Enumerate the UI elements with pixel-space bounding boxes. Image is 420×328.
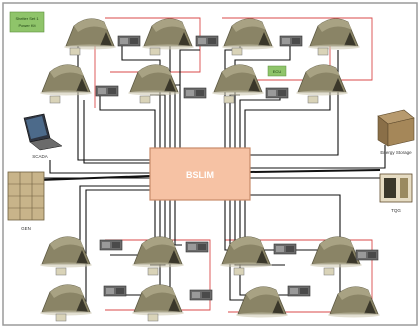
- hub-label: BSLIM: [186, 170, 214, 180]
- ecu-tag-label: ECU: [273, 69, 282, 74]
- generator-label: GEN: [21, 226, 31, 231]
- ecu-tag: ECU: [268, 66, 286, 76]
- hub-box: BSLIM: [150, 148, 250, 200]
- laptop-label: SCADA: [32, 154, 48, 159]
- generator-icon: [8, 172, 44, 220]
- legend-line-2: Power Kit: [18, 23, 36, 28]
- tqg-icon: [380, 174, 412, 202]
- storage-label: Energy Storage: [380, 150, 412, 155]
- tqg-label: TQG: [391, 208, 401, 213]
- legend-line-1: Shelter Set 1: [15, 16, 39, 21]
- storage-box-icon: [378, 110, 414, 146]
- legend-box: Shelter Set 1 Power Kit: [10, 12, 44, 32]
